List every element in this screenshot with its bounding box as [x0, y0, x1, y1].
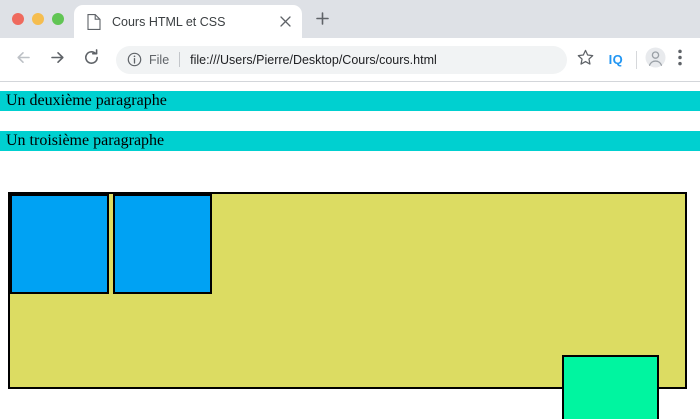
browser-menu-button[interactable] — [668, 47, 692, 73]
forward-button[interactable] — [42, 45, 72, 75]
url-scheme-label: File — [149, 52, 170, 67]
arrow-left-icon — [14, 48, 33, 72]
avatar[interactable] — [642, 47, 668, 73]
yellow-container-block — [8, 192, 687, 419]
green-box — [562, 355, 659, 419]
profile-avatar-icon — [645, 47, 666, 73]
three-dots-vertical-icon — [678, 49, 682, 71]
arrow-right-icon — [48, 48, 67, 72]
close-icon[interactable] — [276, 13, 294, 31]
window-controls — [0, 0, 74, 38]
window-zoom-button[interactable] — [52, 13, 64, 25]
extension-button-iq[interactable]: IQ — [608, 52, 623, 67]
star-icon — [577, 49, 594, 71]
page-content: Un deuxième paragraphe Un troisième para… — [0, 82, 700, 419]
tab-title: Cours HTML et CSS — [112, 14, 226, 29]
blue-box-two — [113, 194, 212, 294]
toolbar-divider — [636, 50, 637, 69]
tab-strip: Cours HTML et CSS — [0, 0, 700, 38]
reload-icon — [82, 48, 101, 72]
reload-button[interactable] — [76, 45, 106, 75]
new-tab-button[interactable] — [308, 7, 336, 35]
url-text[interactable]: file:///Users/Pierre/Desktop/Cours/cours… — [190, 52, 437, 67]
blue-box-one — [10, 194, 109, 294]
browser-toolbar: File file:///Users/Pierre/Desktop/Cours/… — [0, 38, 700, 82]
address-bar[interactable]: File file:///Users/Pierre/Desktop/Cours/… — [116, 45, 567, 74]
document-icon — [86, 13, 102, 30]
info-circle-icon[interactable] — [126, 52, 142, 68]
back-button[interactable] — [8, 45, 38, 75]
window-close-button[interactable] — [12, 13, 24, 25]
tab-cours-html-et-css[interactable]: Cours HTML et CSS — [74, 5, 302, 38]
plus-icon — [315, 12, 329, 30]
paragraph-deuxieme: Un deuxième paragraphe — [0, 91, 700, 111]
bookmark-button[interactable] — [573, 47, 599, 73]
window-minimize-button[interactable] — [32, 13, 44, 25]
omnibox-divider — [179, 52, 181, 67]
paragraph-troisieme: Un troisième paragraphe — [0, 131, 700, 151]
